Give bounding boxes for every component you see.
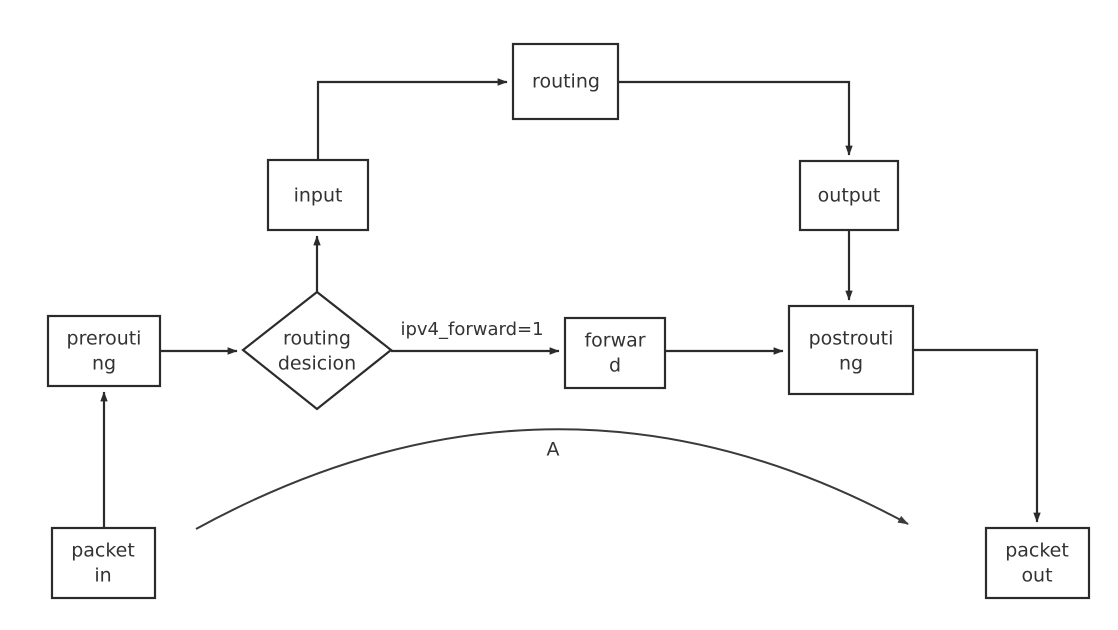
edge-label-ipv4-forward: ipv4_forward=1: [400, 319, 543, 340]
edge-label-curve-a: A: [547, 439, 560, 461]
node-prerouting-label-line1: prerouti: [67, 328, 142, 350]
edge-curve-a: [195, 428, 909, 530]
edge-input-to-routing: [316, 78, 508, 160]
node-packet-out-label-line2: out: [1021, 565, 1052, 587]
node-packet-in-label-line2: in: [94, 565, 111, 587]
node-postrouting[interactable]: postrouti ng: [787, 304, 915, 396]
node-packet-out-label-line1: packet: [1005, 540, 1069, 562]
node-input[interactable]: input: [266, 158, 370, 232]
node-routing-decision[interactable]: routing desicion: [241, 290, 393, 411]
node-postrouting-label-line1: postrouti: [809, 328, 894, 350]
node-forward[interactable]: forwar d: [563, 316, 667, 390]
node-input-label: input: [294, 185, 343, 207]
node-routing-decision-label-line1: routing: [283, 328, 351, 350]
node-packet-in[interactable]: packet in: [50, 526, 157, 600]
node-prerouting[interactable]: prerouti ng: [46, 314, 162, 388]
node-forward-label-line2: d: [609, 355, 621, 377]
edge-routing-to-output: [618, 80, 853, 156]
node-output[interactable]: output: [798, 159, 900, 232]
node-routing-decision-label-line2: desicion: [278, 353, 356, 375]
edge-postrouting-to-packet-out: [913, 348, 1041, 523]
node-routing-label: routing: [532, 71, 600, 93]
node-forward-label-line1: forwar: [584, 330, 645, 352]
node-routing[interactable]: routing: [511, 42, 620, 121]
node-postrouting-label-line2: ng: [839, 353, 863, 375]
node-prerouting-label-line2: ng: [92, 353, 116, 375]
node-output-label: output: [818, 185, 881, 207]
node-packet-out[interactable]: packet out: [984, 526, 1091, 600]
node-packet-in-label-line1: packet: [71, 540, 135, 562]
